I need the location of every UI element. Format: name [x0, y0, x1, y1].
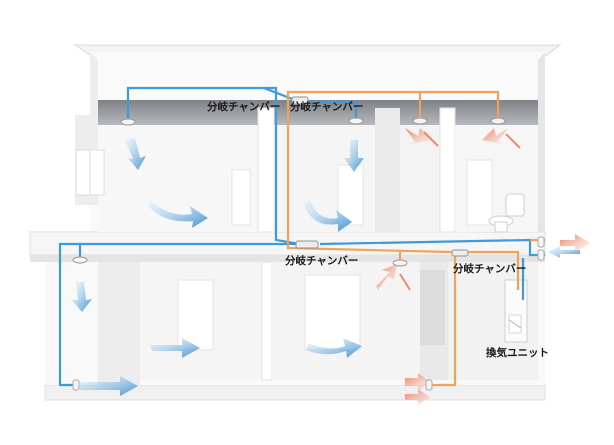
ventilation-unit-label: 換気ユニット	[486, 346, 549, 359]
chamber-label-lower-left: 分岐チャンバー	[285, 254, 358, 267]
upper-ceiling	[98, 100, 538, 125]
supply-flow-arrow	[72, 138, 580, 396]
chamber-label-upper-right: 分岐チャンバー	[290, 100, 363, 113]
chamber-label-upper-left: 分岐チャンバー	[207, 100, 280, 113]
chamber-markers	[291, 96, 469, 257]
exhaust-flow-arrow	[376, 128, 590, 405]
ventilation-unit	[504, 279, 528, 343]
upper-walls	[75, 107, 538, 233]
chamber-label-lower-right: 分岐チャンバー	[453, 262, 526, 275]
exterior-vents	[72, 236, 545, 391]
toilet-icon	[488, 193, 525, 233]
lower-walls	[45, 261, 545, 385]
